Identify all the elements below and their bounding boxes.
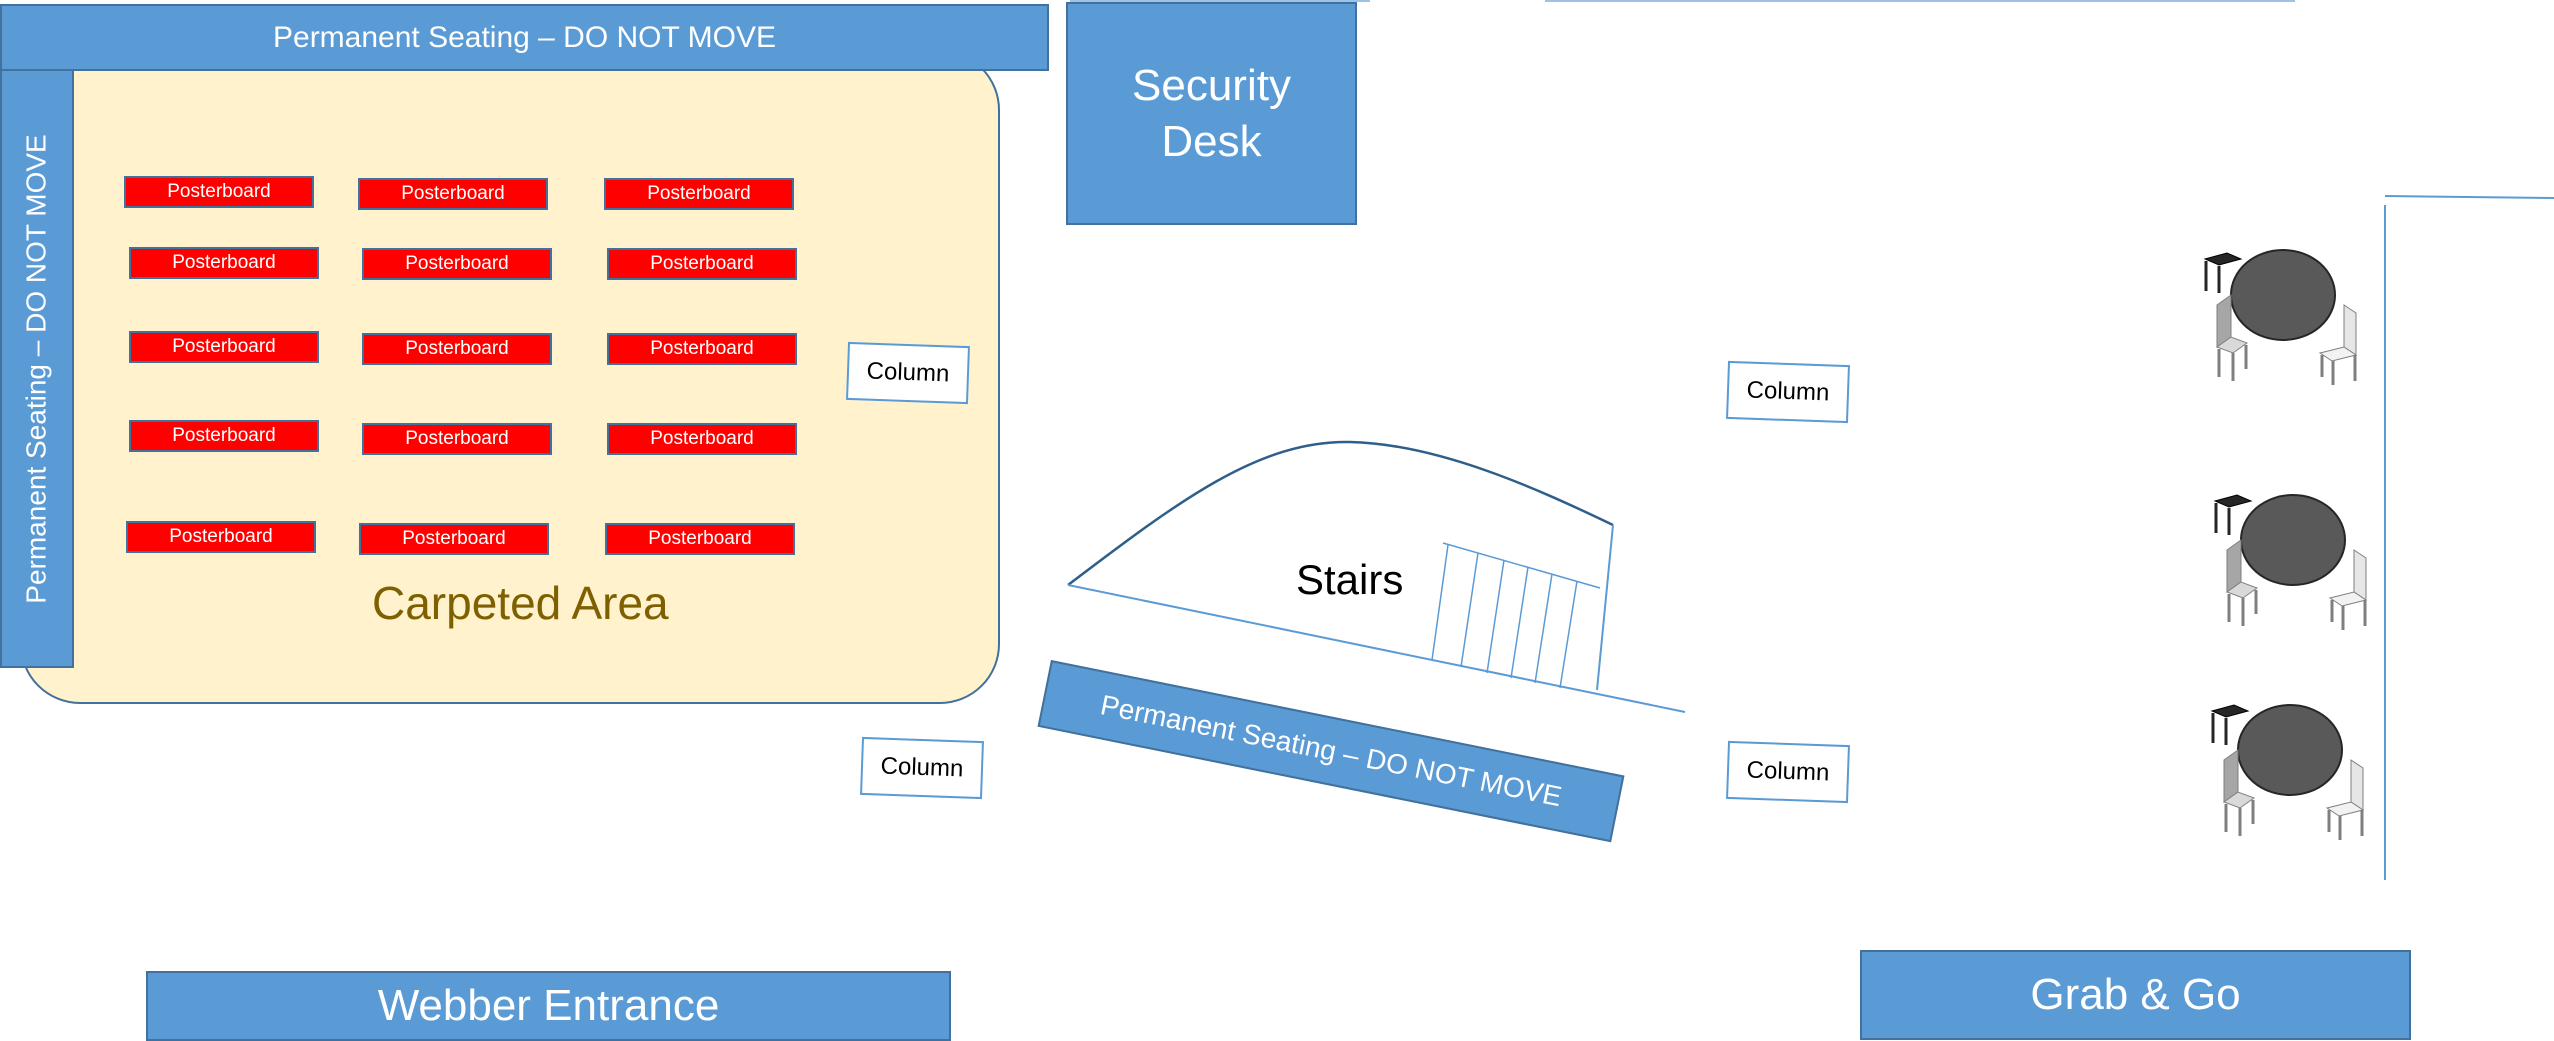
top-permanent-seating: Permanent Seating – DO NOT MOVE (0, 4, 1049, 71)
round-table-icon (2230, 249, 2336, 341)
posterboard: Posterboard (129, 331, 319, 363)
stairs-curve (1067, 440, 1614, 586)
stairs-step (1510, 566, 1529, 679)
carpeted-area (20, 50, 1000, 704)
posterboard-label: Posterboard (650, 428, 754, 449)
carpeted-area-label: Carpeted Area (372, 577, 669, 629)
posterboard: Posterboard (607, 333, 797, 365)
posterboard: Posterboard (362, 248, 552, 280)
stairs-step (1431, 544, 1449, 661)
table-set-1 (2203, 249, 2358, 387)
posterboard: Posterboard (362, 333, 552, 365)
posterboard-label: Posterboard (172, 336, 276, 357)
table-set-2 (2213, 493, 2368, 632)
posterboard: Posterboard (605, 523, 795, 555)
stairs-bottom-line (1067, 584, 1686, 713)
posterboard: Posterboard (126, 521, 316, 553)
grab-and-go-label: Grab & Go (2030, 970, 2241, 1019)
posterboard-label: Posterboard (405, 338, 509, 359)
posterboard-label: Posterboard (405, 253, 509, 274)
posterboard-label: Posterboard (402, 528, 506, 549)
top-edge-line-left (1070, 0, 1370, 2)
security-desk-line2: Desk (1161, 116, 1262, 166)
security-desk: Security Desk (1066, 2, 1357, 225)
stairs-step-top (1442, 542, 1601, 589)
posterboard: Posterboard (607, 248, 797, 280)
webber-entrance-label: Webber Entrance (377, 981, 720, 1030)
right-wall-top (2384, 195, 2554, 199)
posterboard: Posterboard (358, 178, 548, 210)
stairs-step (1486, 559, 1505, 674)
posterboard-label: Posterboard (172, 425, 276, 446)
left-permanent-seating: Permanent Seating – DO NOT MOVE (0, 69, 74, 668)
round-table-icon (2237, 704, 2343, 796)
posterboard-label: Posterboard (647, 183, 751, 204)
table-set-3 (2210, 703, 2365, 842)
posterboard-label: Posterboard (650, 253, 754, 274)
posterboard-label: Posterboard (648, 528, 752, 549)
top-edge-line-right (1545, 0, 2295, 2)
posterboard-label: Posterboard (650, 338, 754, 359)
posterboard-label: Posterboard (405, 428, 509, 449)
stairs-step (1559, 580, 1578, 689)
posterboard: Posterboard (129, 247, 319, 279)
posterboard: Posterboard (359, 523, 549, 555)
round-table-icon (2240, 494, 2346, 586)
posterboard-label: Posterboard (169, 526, 273, 547)
posterboard-label: Posterboard (167, 181, 271, 202)
posterboard: Posterboard (124, 176, 314, 208)
stairs-label: Stairs (1296, 556, 1404, 603)
top-permanent-seating-label: Permanent Seating – DO NOT MOVE (273, 20, 776, 54)
posterboard: Posterboard (129, 420, 319, 452)
stairs-step (1534, 573, 1553, 684)
stairs-right-edge (1596, 524, 1614, 691)
posterboard-label: Posterboard (172, 252, 276, 273)
grab-and-go: Grab & Go (1860, 950, 2411, 1040)
posterboard-label: Posterboard (401, 183, 505, 204)
posterboard: Posterboard (607, 423, 797, 455)
webber-entrance: Webber Entrance (146, 971, 951, 1041)
posterboard: Posterboard (362, 423, 552, 455)
posterboard: Posterboard (604, 178, 794, 210)
stairs-step (1460, 552, 1479, 668)
security-desk-line1: Security (1132, 60, 1291, 110)
